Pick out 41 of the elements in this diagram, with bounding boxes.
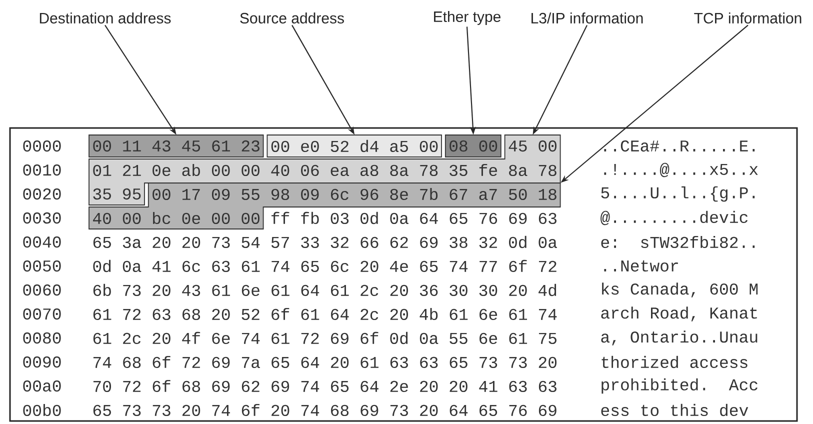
hex-bytes: 6b 73 20 43 61 6e 61 64 61 2c 20 36 30 30 20 4d xyxy=(93,284,556,296)
hex-bytes: 0d 0a 41 6c 63 61 74 65 6c 20 4e 65 74 77 6f 72 xyxy=(93,260,556,272)
ascii-text: arch Road, Kanat xyxy=(601,306,757,322)
hex-bytes: 61 2c 20 4f 6e 74 61 72 69 6f 0d 0a 55 6e 61 75 xyxy=(93,332,556,344)
hex-bytes: 61 72 63 68 20 52 6f 61 64 2c 20 4b 61 6e 61 74 xyxy=(93,308,557,320)
offset-label: 0050 xyxy=(23,260,61,272)
callout-label: Source address xyxy=(240,12,344,24)
offset-label: 0070 xyxy=(23,308,61,320)
offset-label: 0000 xyxy=(23,140,61,152)
offset-label: 00b0 xyxy=(23,404,61,416)
callout-label: Ether type xyxy=(434,11,500,25)
ascii-text: prohibited. Acc xyxy=(602,378,758,394)
callout-label: L3/IP information xyxy=(532,12,643,24)
offset-label: 0060 xyxy=(23,284,61,296)
ascii-text: 5....U..l..{g.P. xyxy=(601,186,755,202)
header-field-region: 00 e0 52 d4 a5 00 xyxy=(266,134,442,158)
header-field-region: 00 11 43 45 61 23 xyxy=(88,134,264,158)
callout-label: TCP information xyxy=(694,12,802,24)
offset-label: 00a0 xyxy=(23,380,61,392)
hex-bytes: 70 72 6f 68 69 62 69 74 65 64 2e 20 20 41 63 63 xyxy=(93,380,556,392)
ascii-text: ks Canada, 600 M xyxy=(602,282,758,298)
offset-label: 0040 xyxy=(23,236,61,248)
ascii-text: ..Networ xyxy=(604,260,678,272)
callout-label: Destination address xyxy=(40,12,171,24)
ascii-text: @.........devic xyxy=(600,210,748,226)
ascii-text: ess to this dev xyxy=(601,404,748,416)
offset-label: 0010 xyxy=(23,164,61,176)
offset-label: 0020 xyxy=(23,188,61,200)
header-field-region: 08 00 xyxy=(444,134,502,158)
ascii-text: ..CEa#..R.....E. xyxy=(604,140,755,152)
ascii-text: .!....@....x5..x xyxy=(604,162,758,178)
hex-bytes: 65 3a 20 20 73 54 57 33 32 66 62 69 38 32 0d 0a xyxy=(93,236,557,248)
offset-label: 0090 xyxy=(23,356,61,368)
ascii-text: a, Ontario..Unau xyxy=(601,330,758,346)
hex-bytes: 74 68 6f 72 69 7a 65 64 20 61 63 63 65 73 73 20 xyxy=(93,356,556,368)
offset-label: 0080 xyxy=(23,332,61,344)
ascii-text: thorized access xyxy=(602,356,748,368)
hex-bytes: ff fb 03 0d 0a 64 65 76 69 63 xyxy=(272,212,556,224)
ascii-text: e: sTW32fbi82.. xyxy=(601,236,755,248)
offset-label: 0030 xyxy=(23,212,61,224)
hex-bytes: 65 73 73 20 74 6f 20 74 68 69 73 20 64 65 76 69 xyxy=(93,404,556,416)
